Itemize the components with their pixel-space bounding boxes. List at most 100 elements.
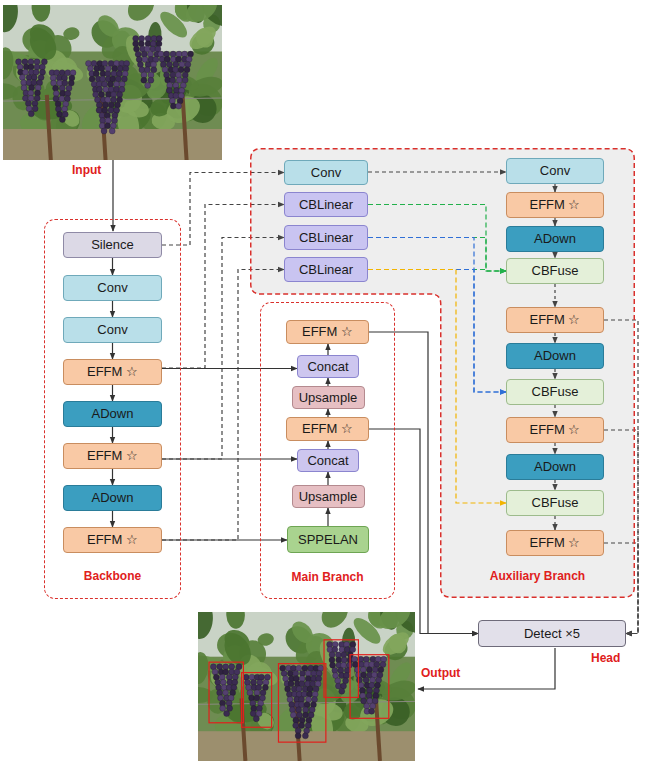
photo-grape (370, 703, 376, 709)
photo-grape (112, 118, 118, 124)
connector (162, 458, 297, 459)
photo-grape (220, 705, 226, 711)
photo-ground (198, 612, 415, 761)
photo-grape (310, 702, 316, 708)
connector (368, 238, 506, 393)
photo-grape (102, 60, 108, 66)
photo-grape (96, 107, 102, 113)
photo-grape (66, 85, 72, 91)
photo-soil (198, 731, 415, 761)
decoration (198, 612, 415, 746)
photo-grape (307, 691, 313, 697)
decoration (3, 5, 222, 144)
photo-grape (296, 707, 302, 713)
connector (368, 270, 506, 393)
photo-trunk (183, 95, 187, 160)
photo-grape (256, 711, 262, 717)
photo-grape (341, 657, 347, 663)
module-box: CBFuse (506, 258, 604, 284)
detection-box (242, 673, 272, 728)
photo-leaf (186, 22, 220, 54)
module-box: EFFM ☆ (506, 417, 604, 443)
photo-grape (299, 702, 305, 708)
module-label: EFFM ☆ (530, 422, 581, 438)
photo-grape (341, 662, 347, 668)
photo-grape (176, 77, 182, 83)
photo-grape (344, 673, 350, 679)
group-title: Auxiliary Branch (440, 569, 635, 583)
photo-grape (304, 728, 310, 734)
photo-grape (99, 112, 105, 118)
module-box: Concat (297, 355, 359, 378)
module-box: ADown (506, 226, 604, 252)
module-label: Detect ×5 (524, 626, 580, 642)
photo-grape (108, 60, 114, 66)
dashed-outline (251, 149, 635, 598)
photo-grape (338, 667, 344, 673)
module-label: Upsample (299, 489, 358, 505)
photo-trunk (376, 698, 380, 761)
photo-grape (39, 69, 45, 75)
photo-grape (38, 74, 44, 80)
photo-grape (312, 696, 318, 702)
photo-grape (109, 128, 115, 134)
detection-box (350, 655, 389, 719)
photo-grape (381, 656, 387, 662)
module-box: Conv (63, 275, 162, 301)
photo-grape (335, 678, 341, 684)
photo-leaf (173, 73, 200, 94)
module-label: EFFM ☆ (87, 448, 138, 464)
photo-grape (227, 705, 233, 711)
photo-grape (312, 691, 318, 697)
photo-grape (185, 62, 191, 68)
module-label: ADown (534, 231, 576, 247)
photo-leaf (350, 614, 385, 648)
photo-leaf (156, 8, 191, 42)
photo-grape (148, 77, 154, 83)
photo-grape (360, 693, 366, 699)
module-label: Concat (307, 453, 348, 469)
photo-grape (289, 702, 295, 708)
connector (554, 284, 555, 307)
connector (327, 472, 328, 485)
module-label: SPPELAN (298, 532, 358, 548)
photo-grape (108, 107, 114, 113)
photo-grape (158, 51, 164, 57)
module-box: CBFuse (506, 379, 604, 405)
photo-grape (117, 66, 123, 72)
connector (112, 385, 113, 401)
photo-grape (332, 667, 338, 673)
photo-grape (176, 51, 182, 57)
photo-grape (133, 41, 139, 47)
module-box: Silence (63, 232, 162, 258)
module-box: ADown (506, 343, 604, 369)
photo-grape (305, 676, 311, 682)
photo-grape (188, 51, 194, 57)
photo-grape (62, 111, 68, 117)
photo-grape (329, 657, 335, 663)
module-label: Conv (97, 280, 127, 296)
connector (554, 333, 555, 343)
section-label: Head (591, 651, 620, 665)
photo-grape (355, 667, 361, 673)
module-box: EFFM ☆ (506, 307, 604, 333)
photo-grape (22, 95, 28, 101)
module-box: ADown (63, 485, 162, 511)
connector (554, 480, 555, 490)
photo-grape (114, 86, 120, 92)
photo-grape (145, 82, 151, 88)
photo-grape (164, 51, 170, 57)
photo-grape (250, 700, 256, 706)
photo-grape (295, 733, 301, 739)
module-box: Upsample (292, 386, 365, 409)
photo-leaf (3, 46, 15, 80)
connector (554, 218, 555, 226)
photo-grape (231, 685, 237, 691)
photo-leaf (82, 55, 115, 86)
auxiliary-panel (251, 149, 635, 598)
photo-leaf (375, 612, 415, 634)
photo-grape (287, 670, 293, 676)
photo-grape (217, 664, 223, 670)
